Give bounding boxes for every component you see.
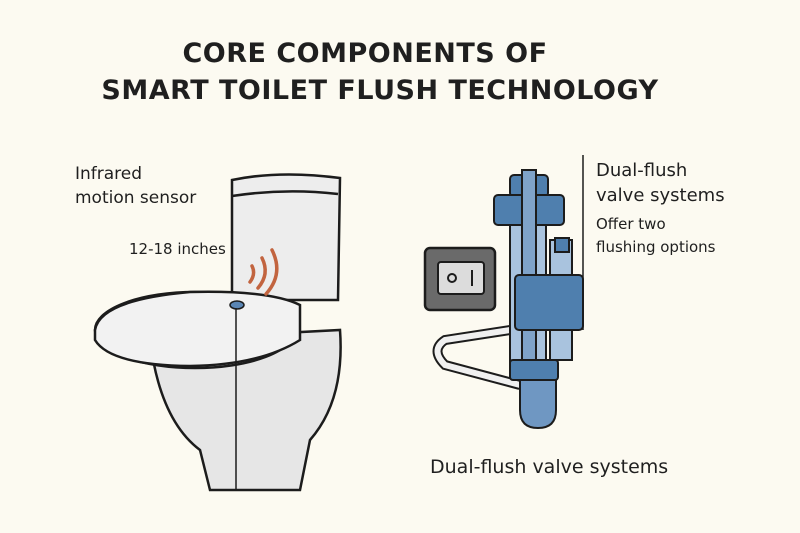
valve-desc-line-2: flushing options (596, 238, 716, 256)
sensor-label-line-1: Infrared (75, 164, 143, 184)
title-line-1: CORE COMPONENTS OF (182, 38, 548, 69)
sensor-label-line-2: motion sensor (75, 188, 197, 208)
valve-label-line-1: Dual-flush (596, 160, 688, 181)
title-line-2: SMART TOILET FLUSH TECHNOLOGY (101, 75, 659, 106)
dual-flush-valve-illustration (493, 169, 584, 430)
valve-caption: Dual-flush valve systems (430, 456, 669, 478)
smart-toilet-illustration (93, 173, 342, 492)
flush-button-panel (423, 246, 497, 312)
infrared-waves-icon (248, 248, 279, 296)
valve-desc-line-1: Offer two (596, 215, 666, 233)
sensor-range-label: 12-18 inches (129, 240, 226, 258)
valve-label-line-2: valve systems (596, 185, 725, 206)
